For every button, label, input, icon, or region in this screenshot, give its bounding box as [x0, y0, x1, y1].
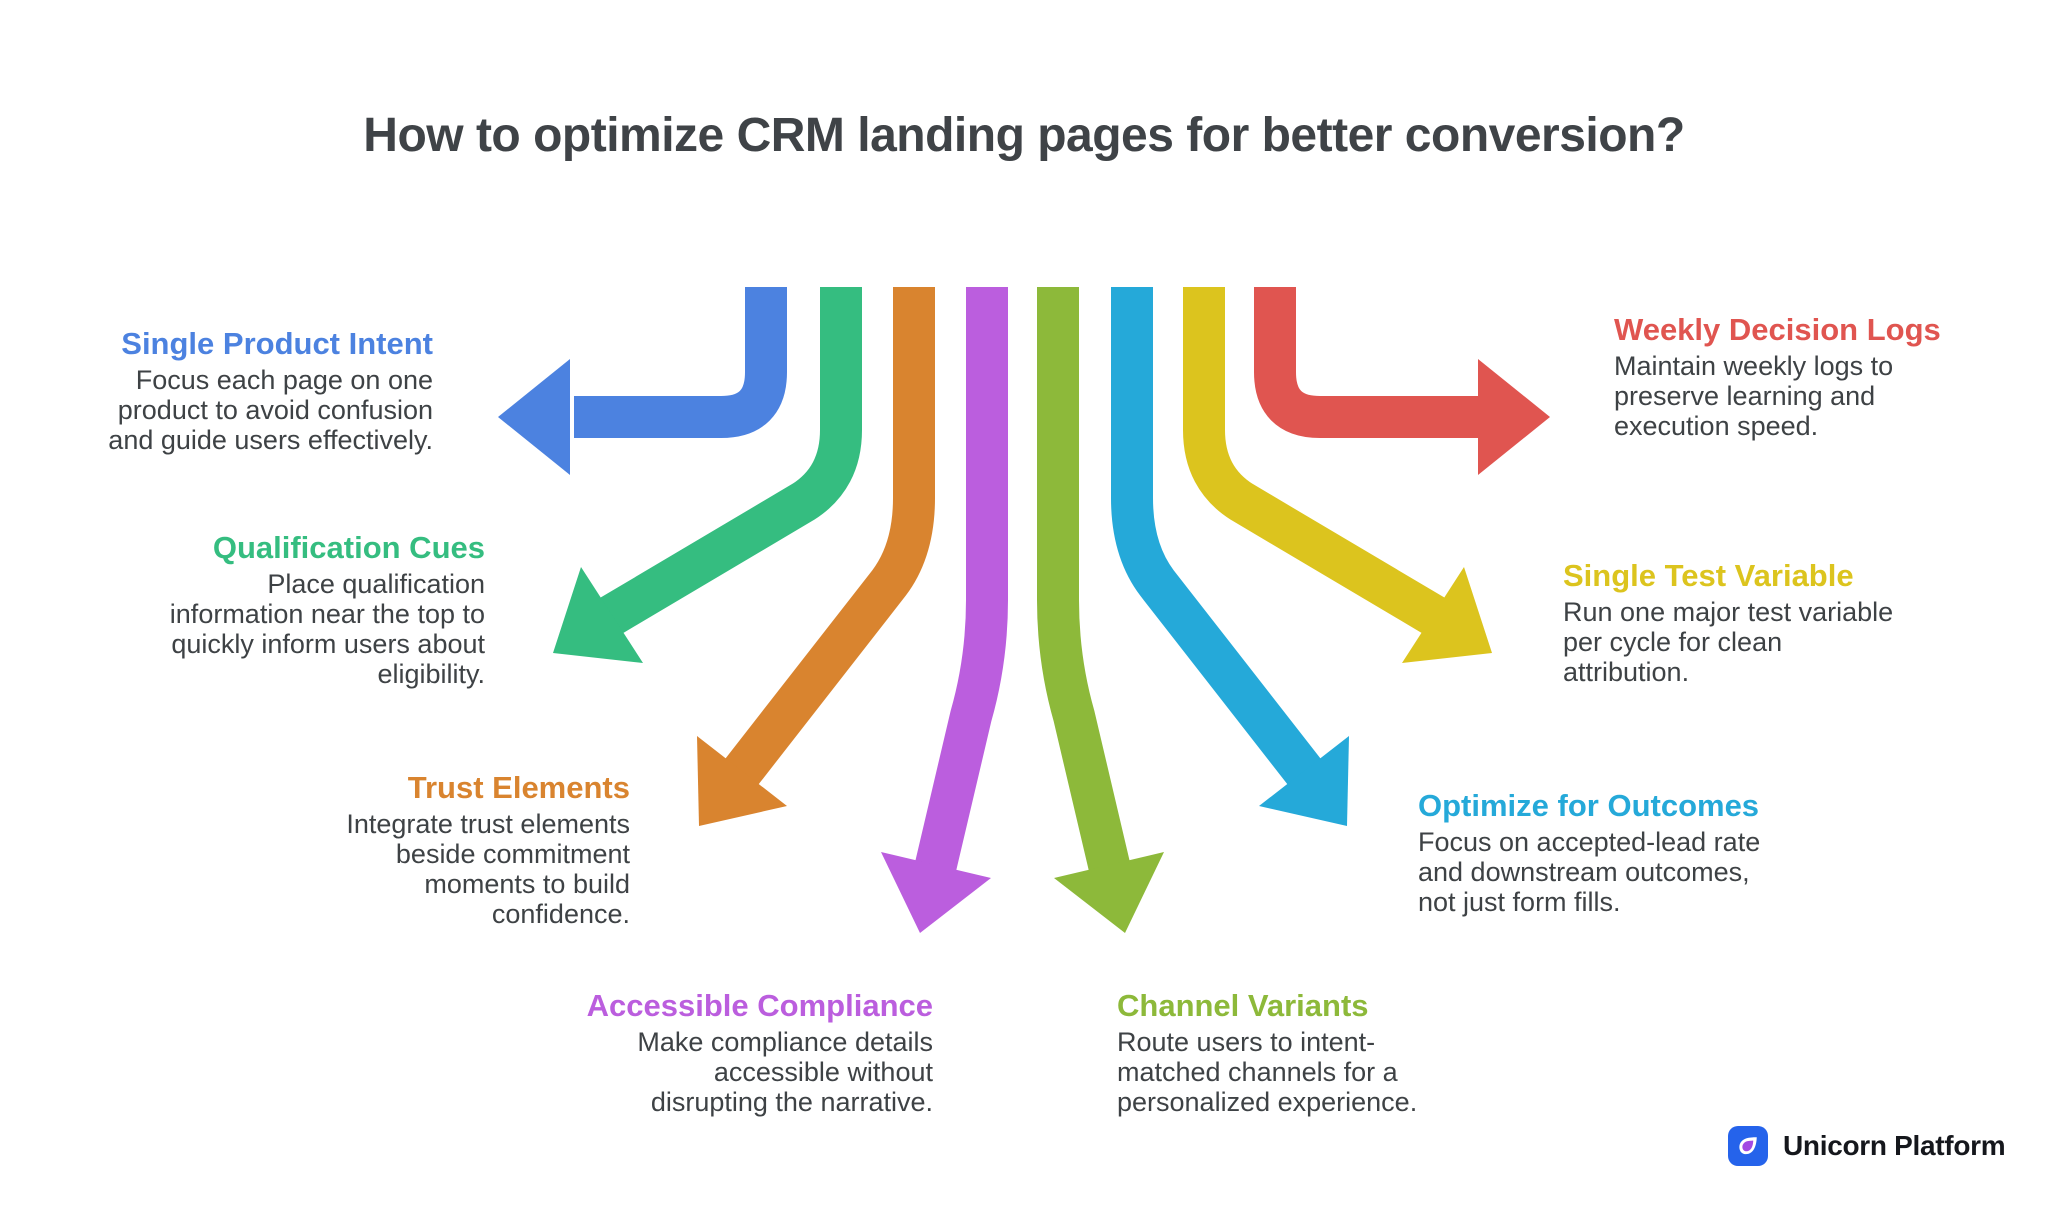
note-body: Focus each page on one product to avoid … [108, 365, 433, 455]
note-heading: Qualification Cues [212, 530, 485, 565]
note-channel-variants: Channel Variants Route users to intent- … [1117, 988, 1417, 1117]
arrowhead-down-icon [881, 852, 991, 933]
arrow-channel-variants [1037, 287, 1164, 933]
unicorn-logo-icon [1728, 1126, 1768, 1166]
arrowhead-left-icon [498, 359, 570, 475]
note-optimize-for-outcomes: Optimize for Outcomes Focus on accepted-… [1418, 788, 1760, 917]
arrow-trust-elements [697, 287, 935, 826]
note-heading: Single Test Variable [1563, 558, 1854, 593]
arrow-single-test-variable [1183, 287, 1492, 663]
page-title: How to optimize CRM landing pages for be… [363, 109, 1685, 162]
arrow-weekly-decision-logs [1254, 287, 1550, 475]
note-body: Make compliance details accessible witho… [637, 1027, 933, 1117]
note-body: Run one major test variable per cycle fo… [1563, 597, 1894, 687]
arrowhead-downright-icon [1402, 567, 1492, 663]
arrowhead-downleft-icon [697, 736, 787, 826]
note-heading: Channel Variants [1117, 988, 1369, 1023]
note-single-product-intent: Single Product Intent Focus each page on… [108, 326, 433, 455]
note-qualification-cues: Qualification Cues Place qualification i… [170, 530, 485, 689]
note-body: Place qualification information near the… [169, 569, 485, 689]
note-body: Maintain weekly logs to preserve learnin… [1614, 351, 1894, 441]
note-heading: Weekly Decision Logs [1614, 312, 1941, 347]
note-trust-elements: Trust Elements Integrate trust elements … [346, 770, 630, 929]
arrow-single-product-intent [498, 287, 787, 475]
note-single-test-variable: Single Test Variable Run one major test … [1563, 558, 1893, 687]
arrowhead-down-icon [1054, 852, 1164, 933]
note-heading: Accessible Compliance [586, 988, 933, 1023]
note-body: Focus on accepted-lead rate and downstre… [1418, 827, 1761, 917]
arrowhead-right-icon [1478, 359, 1550, 475]
brand-name: Unicorn Platform [1783, 1130, 2006, 1161]
note-heading: Optimize for Outcomes [1418, 788, 1760, 823]
arrowhead-downleft-icon [553, 567, 643, 663]
note-accessible-compliance: Accessible Compliance Make compliance de… [587, 988, 933, 1117]
note-weekly-decision-logs: Weekly Decision Logs Maintain weekly log… [1614, 312, 1941, 441]
note-heading: Trust Elements [407, 770, 630, 805]
arrowhead-downright-icon [1259, 736, 1349, 826]
arrow-qualification-cues [553, 287, 862, 663]
arrow-accessible-compliance [881, 287, 1008, 933]
note-body: Integrate trust elements beside commitme… [346, 809, 630, 929]
note-body: Route users to intent- matched channels … [1117, 1027, 1418, 1117]
arrow-optimize-for-outcomes [1111, 287, 1349, 826]
unicorn-drop-glyph [1739, 1137, 1757, 1155]
note-heading: Single Product Intent [121, 326, 433, 361]
brand-footer: Unicorn Platform [1728, 1126, 2006, 1166]
